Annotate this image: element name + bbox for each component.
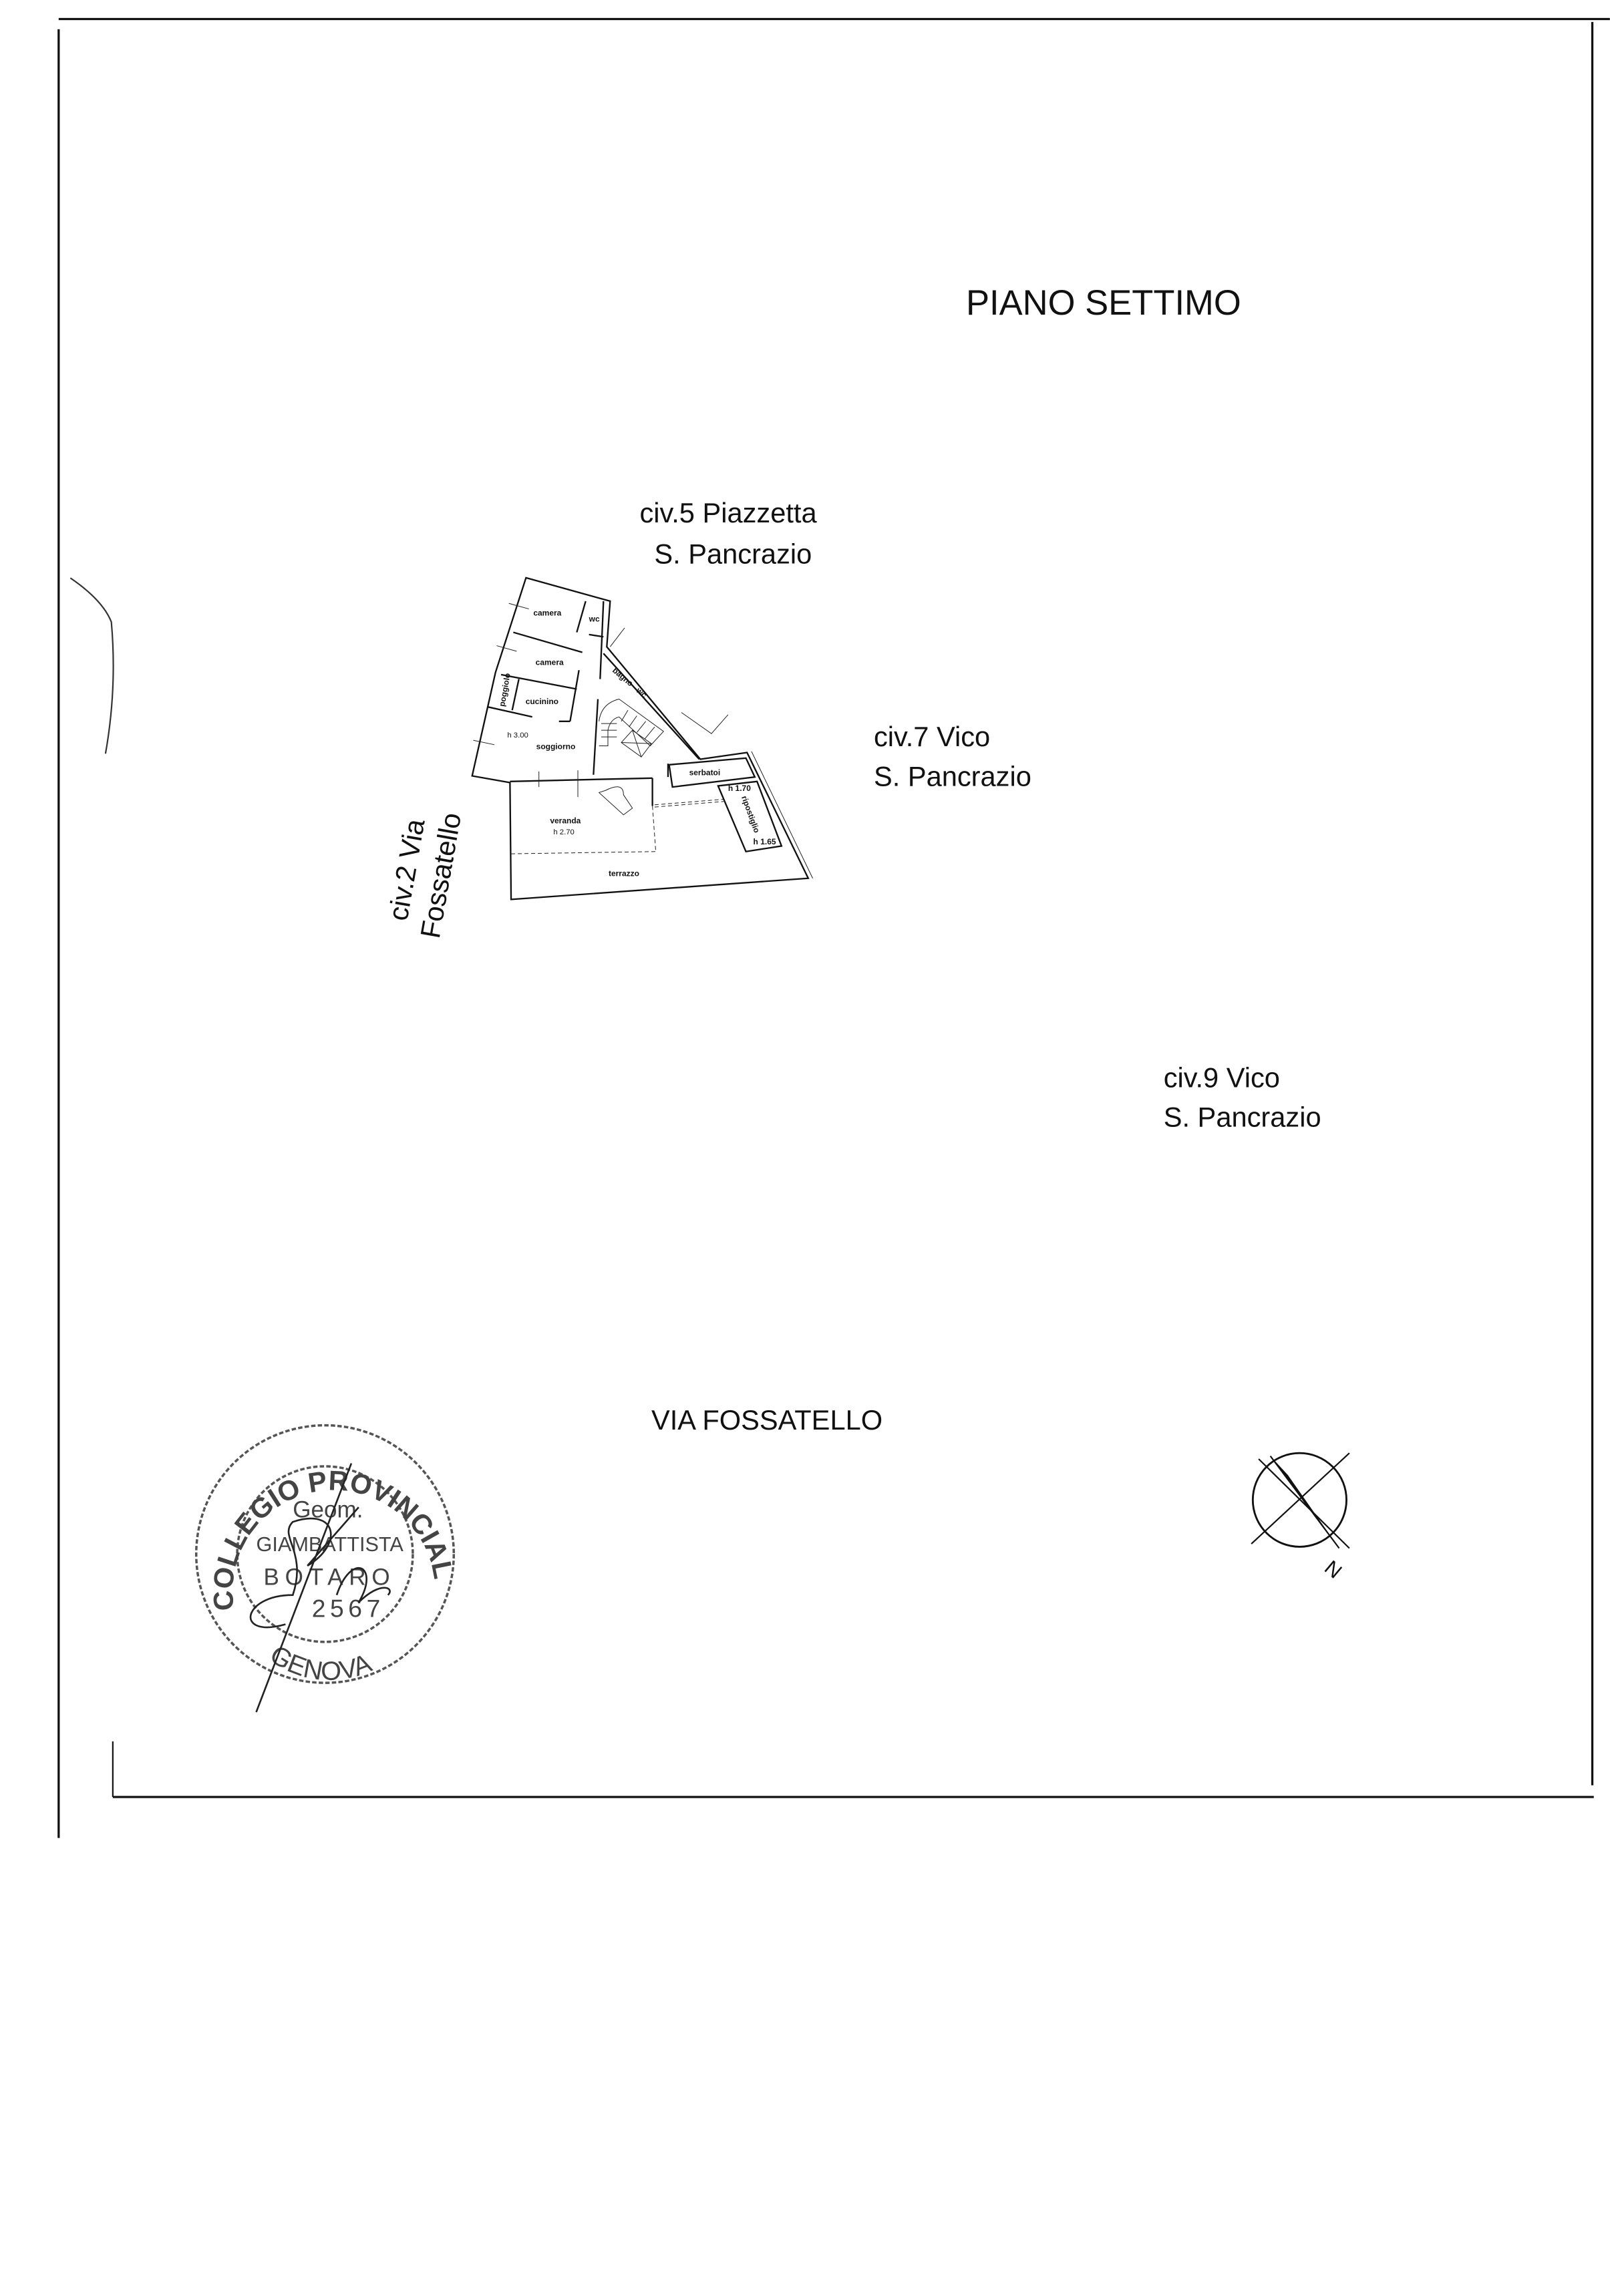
- room-ripostiglio-height-1: h 1.70: [728, 784, 751, 793]
- room-bagno-wc: bagno - wc: [611, 665, 649, 699]
- stamp-number: 2567: [312, 1595, 385, 1623]
- compass-north-label: N: [1321, 1556, 1347, 1583]
- street-labels: civ.5 Piazzetta S. Pancrazio civ.7 Vico …: [382, 497, 1321, 1436]
- sheet-frame: [57, 17, 1610, 1838]
- label-civ7-line1: civ.7 Vico: [874, 721, 990, 752]
- floor-plan: camera wc camera cucinino poggiolo h 3.0…: [471, 577, 813, 900]
- stamp-last-name: BOTARO: [263, 1564, 395, 1590]
- stamp-ring-text: COLLEGIO PROVINCIALE GEOMETRI: [0, 0, 460, 1612]
- svg-text:COLLEGIO PROVINCIALE GEOMETRI: COLLEGIO PROVINCIALE GEOMETRI: [0, 0, 460, 1612]
- label-via-fossatello: VIA FOSSATELLO: [651, 1404, 882, 1436]
- plan-title: PIANO SETTIMO: [966, 283, 1241, 323]
- staircase: [598, 698, 665, 816]
- north-compass-icon: N: [1251, 1452, 1350, 1583]
- room-ripostiglio: ripostiglio: [740, 794, 762, 834]
- room-soggiorno-height: h 3.00: [507, 731, 528, 740]
- room-wc: wc: [589, 615, 600, 624]
- room-veranda-height: h 2.70: [553, 828, 574, 836]
- label-civ9-line1: civ.9 Vico: [1164, 1062, 1280, 1094]
- label-civ5-line1: civ.5 Piazzetta: [639, 497, 817, 528]
- interior-walls: [473, 601, 813, 878]
- room-veranda: veranda: [550, 816, 581, 825]
- label-civ7-line2: S. Pancrazio: [874, 760, 1031, 792]
- room-ripostiglio-height-2: h 1.65: [754, 837, 776, 846]
- room-camera-1: camera: [533, 609, 561, 618]
- ripostiglio-outline: [717, 780, 783, 853]
- room-cucinino: cucinino: [526, 697, 558, 706]
- serbatoi-outline: [668, 757, 756, 788]
- geometra-stamp: COLLEGIO PROVINCIALE GEOMETRI GENOVA Geo…: [0, 0, 460, 1713]
- room-poggiolo: poggiolo: [497, 672, 512, 707]
- label-civ9-line2: S. Pancrazio: [1164, 1102, 1321, 1133]
- dashed-lines: [511, 798, 724, 854]
- room-camera-2: camera: [536, 658, 564, 667]
- label-civ5-line2: S. Pancrazio: [654, 538, 812, 569]
- outer-walls: [471, 577, 810, 900]
- room-serbatoi: serbatoi: [689, 768, 721, 777]
- room-terrazzo: terrazzo: [609, 869, 639, 878]
- room-soggiorno: soggiorno: [536, 742, 576, 751]
- signature: [249, 1463, 391, 1713]
